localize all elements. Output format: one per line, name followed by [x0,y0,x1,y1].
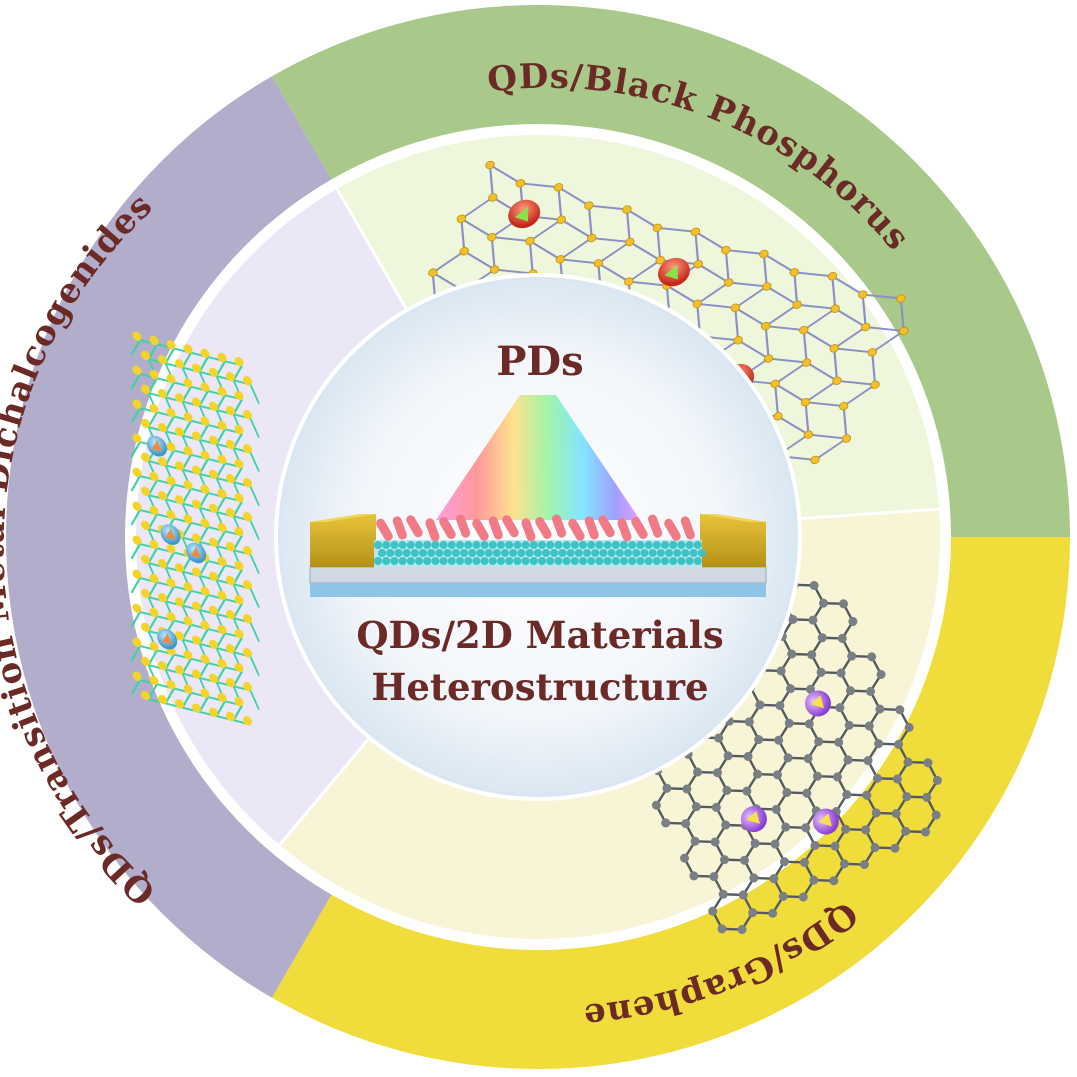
graphene-ring-segment [272,537,1070,1069]
center-subtitle-line1: QDs/2D Materials [356,613,723,657]
black-phosphorus-ring-segment [272,4,1070,537]
light-beam-illustration [436,395,640,520]
center-title: PDs [496,338,583,385]
center-disk [274,273,802,801]
tmd-lattice-illustration [130,331,260,726]
photodetector-device-illustration [309,514,767,597]
center-subtitle-line2: Heterostructure [371,665,708,709]
tmd-ring-segment [6,76,332,998]
